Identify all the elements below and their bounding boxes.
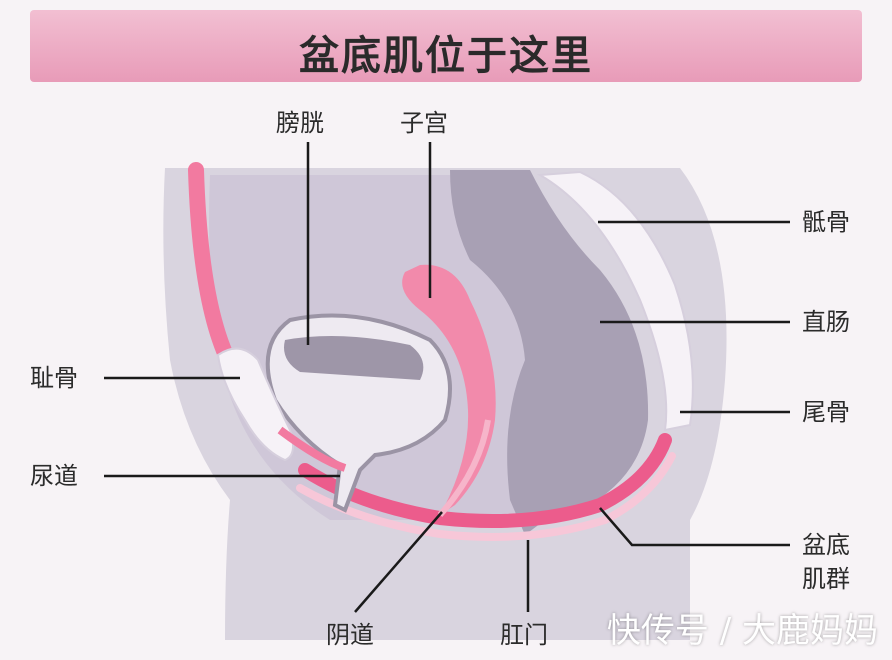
rectum-organ xyxy=(450,170,649,535)
label-vagina: 阴道 xyxy=(326,621,374,649)
leader-lines xyxy=(104,142,790,613)
leader-pelvic-floor xyxy=(599,507,790,547)
label-pelvic-floor-1: 盆底 xyxy=(802,531,850,559)
pubic-muscle xyxy=(277,426,347,472)
sacrum-bone xyxy=(536,170,694,432)
abdominal-wall-muscle xyxy=(188,162,236,368)
label-anus: 肛门 xyxy=(500,621,548,649)
pelvic-floor-muscle xyxy=(298,433,672,529)
label-bladder: 膀胱 xyxy=(276,109,324,137)
watermark-text: 快传号 / 大鹿妈妈 xyxy=(606,611,878,651)
pubic-bone xyxy=(216,347,295,462)
label-rectum: 直肠 xyxy=(802,308,850,336)
pelvic-floor-muscle-light xyxy=(296,452,676,541)
label-uterus: 子宫 xyxy=(400,109,448,137)
leader-vagina xyxy=(354,511,443,613)
label-pelvic-floor-2: 肌群 xyxy=(802,565,850,593)
label-urethra: 尿道 xyxy=(30,462,78,490)
label-sacrum: 骶骨 xyxy=(802,208,850,236)
bladder-interior xyxy=(284,336,424,380)
uterus-organ xyxy=(402,264,496,515)
label-pubic-bone: 耻骨 xyxy=(30,364,78,392)
label-coccyx: 尾骨 xyxy=(802,398,850,426)
title-banner: 盆底肌位于这里 xyxy=(30,10,862,82)
vagina-canal xyxy=(437,419,491,517)
page-title: 盆底肌位于这里 xyxy=(299,33,593,79)
